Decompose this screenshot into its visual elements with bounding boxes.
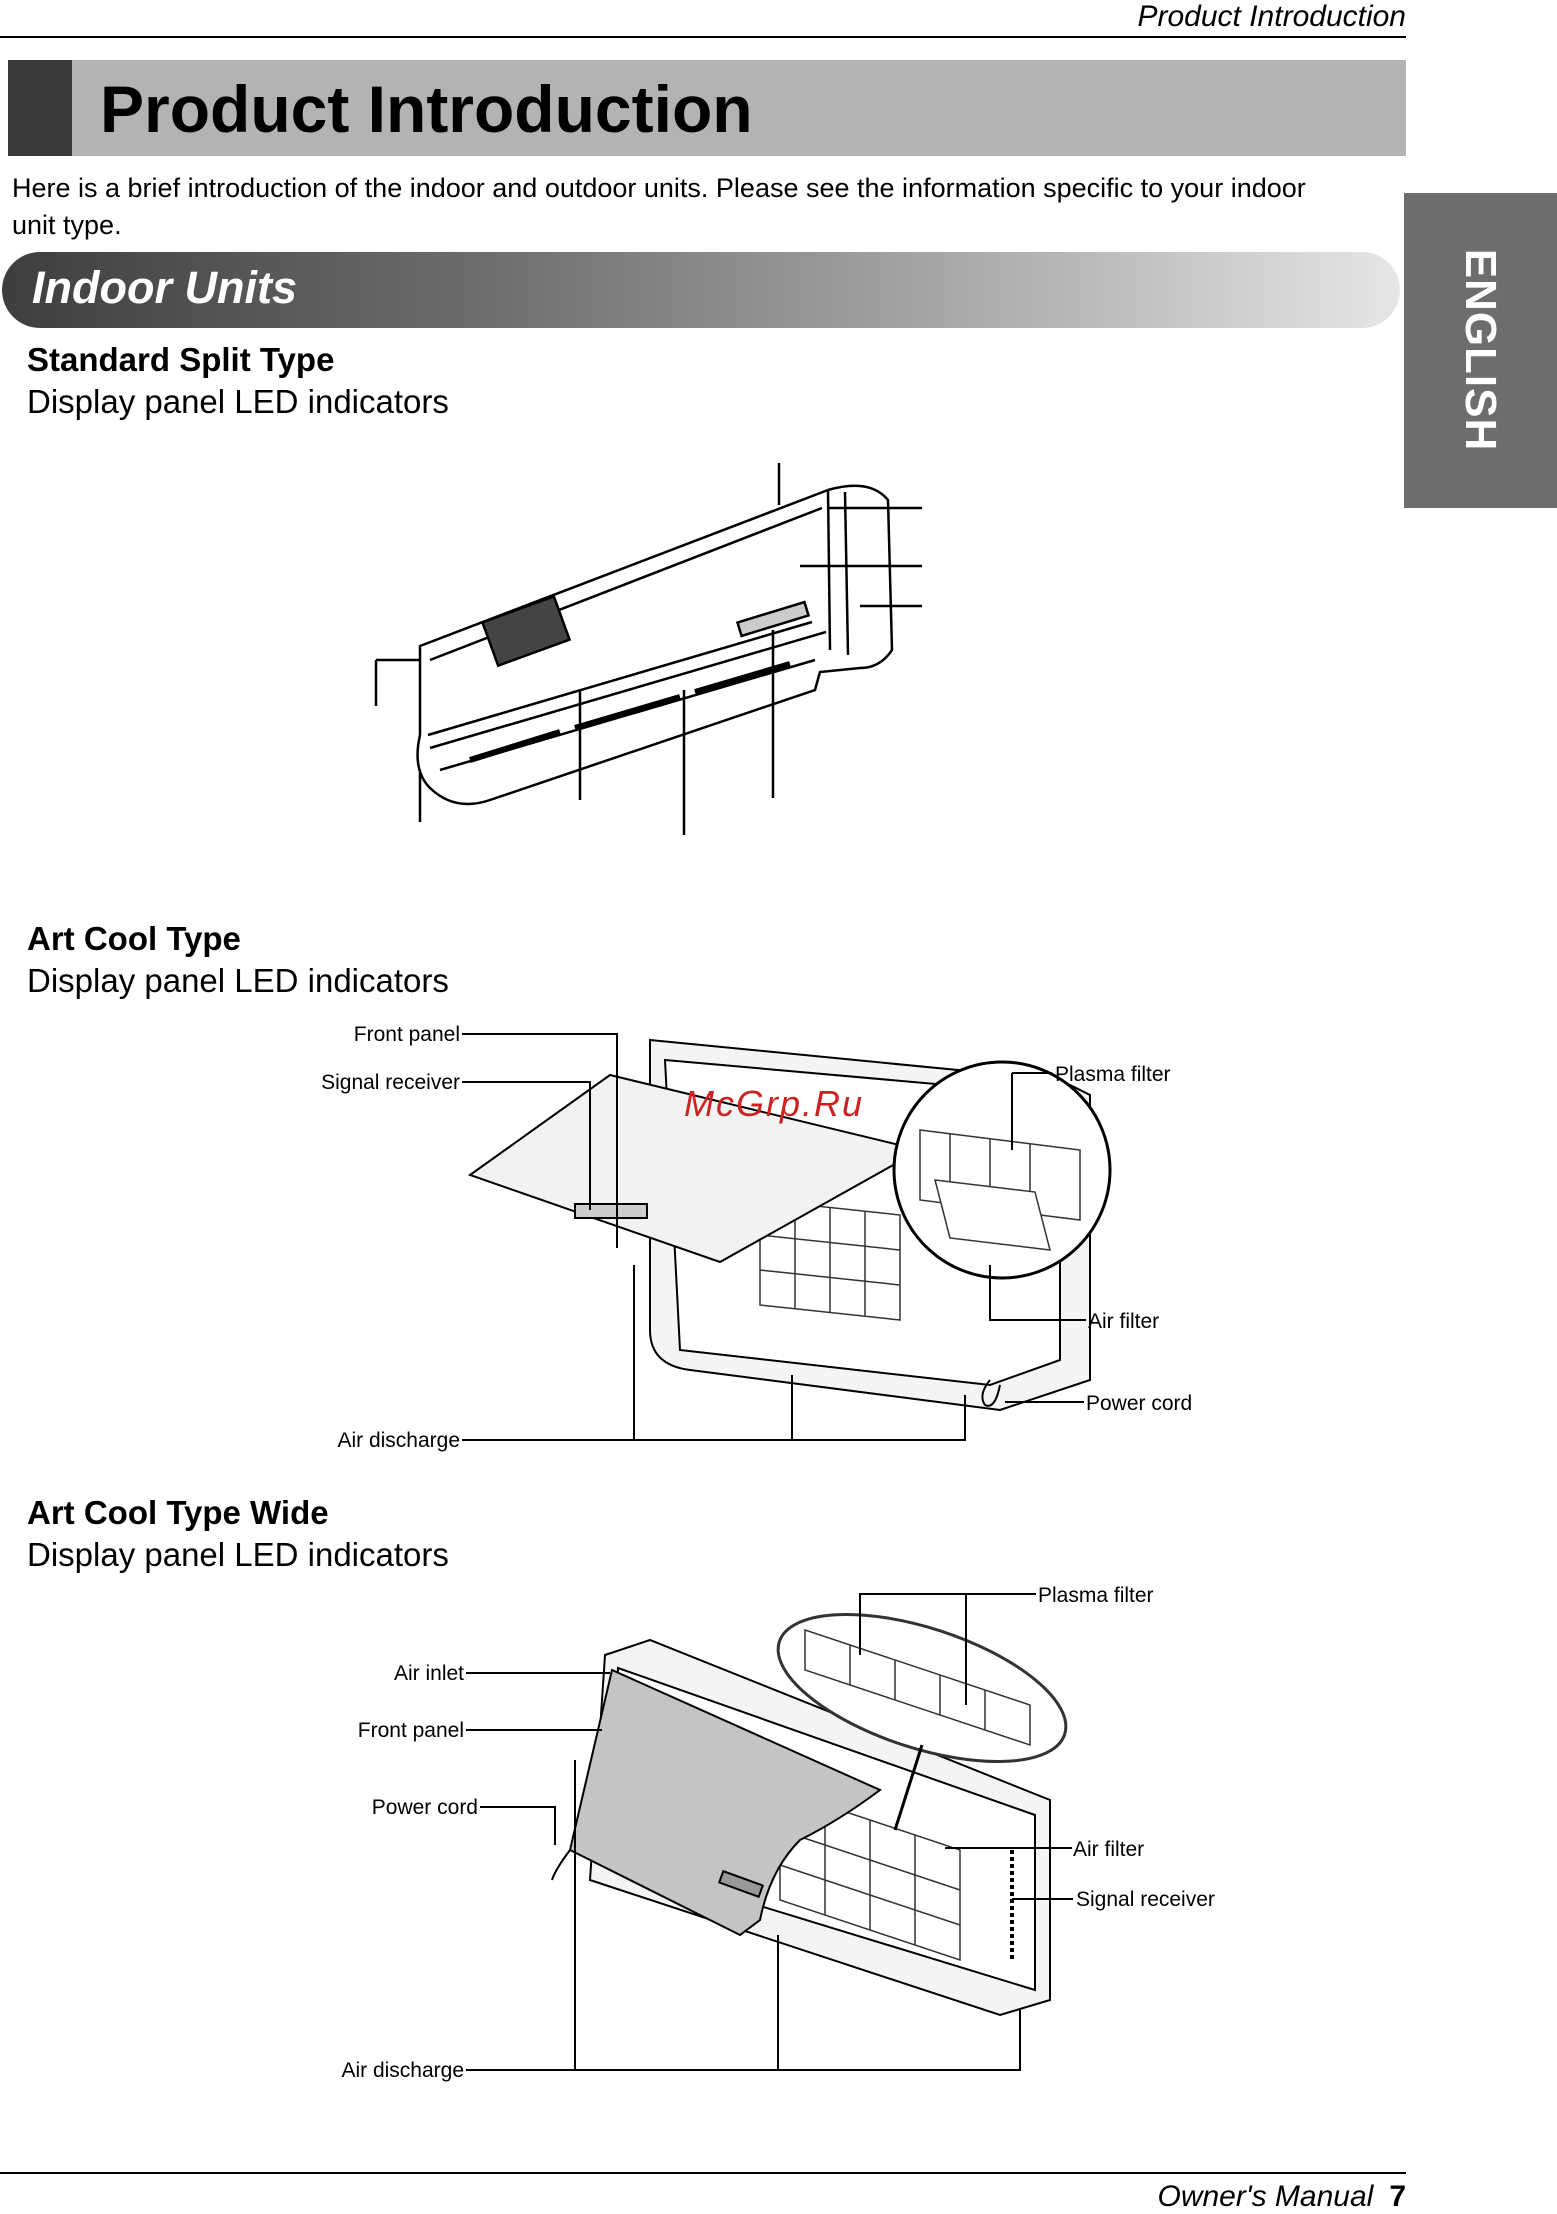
footer: Owner's Manual 7 bbox=[1157, 2180, 1406, 2214]
label-power-cord-wide: Power cord bbox=[372, 1796, 478, 1819]
watermark: McGrp.Ru bbox=[684, 1083, 865, 1124]
section-banner: Indoor Units bbox=[2, 252, 1400, 328]
label-front-panel: Front panel bbox=[354, 1023, 460, 1046]
label-plasma-filter: Plasma filter bbox=[1055, 1063, 1171, 1086]
section-title: Indoor Units bbox=[32, 262, 297, 313]
title-bar: Product Introduction bbox=[8, 60, 1406, 156]
label-signal-receiver-wide: Signal receiver bbox=[1076, 1888, 1215, 1911]
unit-subtitle-standard: Display panel LED indicators bbox=[27, 383, 449, 420]
label-air-discharge: Air discharge bbox=[337, 1429, 460, 1452]
title-accent-block bbox=[8, 60, 72, 156]
unit-subtitle-art-cool: Display panel LED indicators bbox=[27, 962, 449, 999]
label-air-filter-wide: Air filter bbox=[1073, 1838, 1144, 1861]
running-header: Product Introduction bbox=[1137, 0, 1407, 33]
label-plasma-filter-wide: Plasma filter bbox=[1038, 1584, 1154, 1607]
language-tab: ENGLISH bbox=[1404, 193, 1557, 508]
page-title: Product Introduction bbox=[100, 72, 753, 146]
footer-rule bbox=[0, 2172, 1406, 2174]
unit-subtitle-art-cool-wide: Display panel LED indicators bbox=[27, 1536, 449, 1573]
label-air-discharge-wide: Air discharge bbox=[341, 2059, 464, 2082]
unit-title-art-cool-wide: Art Cool Type Wide bbox=[27, 1494, 329, 1531]
page-number: 7 bbox=[1389, 2180, 1406, 2213]
label-air-filter: Air filter bbox=[1088, 1310, 1159, 1333]
intro-paragraph: Here is a brief introduction of the indo… bbox=[12, 173, 1306, 240]
header-rule bbox=[0, 36, 1406, 38]
label-front-panel-wide: Front panel bbox=[358, 1719, 464, 1742]
label-power-cord: Power cord bbox=[1086, 1392, 1192, 1415]
footer-manual-label: Owner's Manual bbox=[1157, 2180, 1374, 2213]
label-air-inlet-wide: Air inlet bbox=[394, 1662, 464, 1685]
unit-title-art-cool: Art Cool Type bbox=[27, 920, 241, 957]
label-signal-receiver: Signal receiver bbox=[321, 1071, 460, 1094]
unit-title-standard: Standard Split Type bbox=[27, 341, 335, 378]
